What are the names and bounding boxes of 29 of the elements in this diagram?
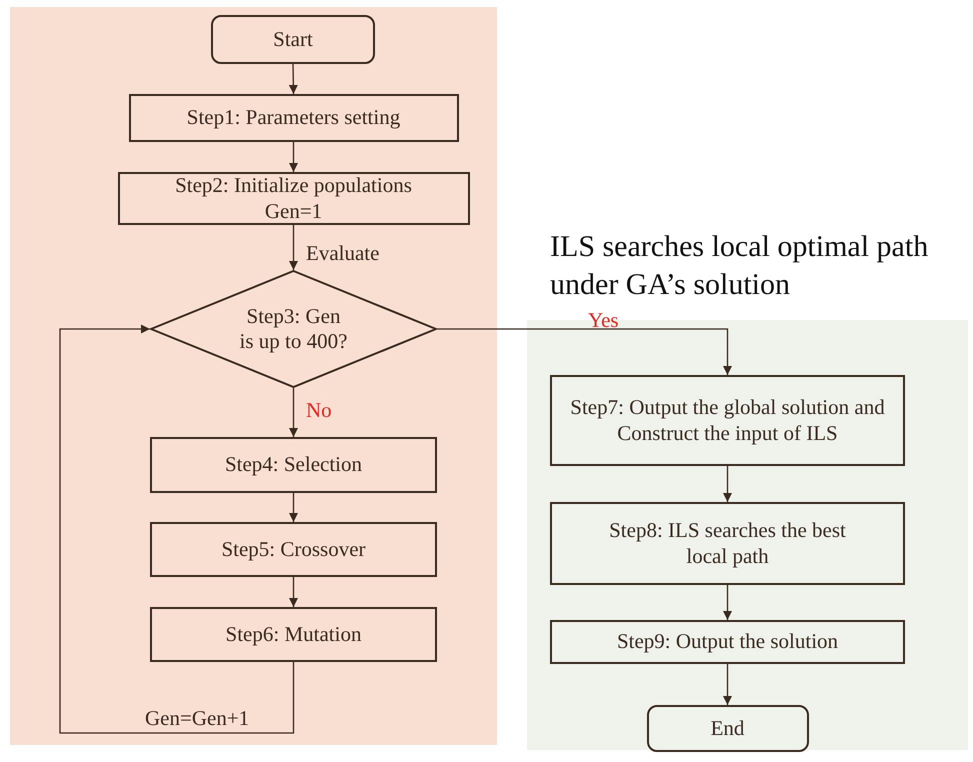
process-box: Step2: Initialize populations Gen=1 xyxy=(118,172,470,225)
edge-label: No xyxy=(306,400,332,421)
arrow xyxy=(288,64,298,94)
arrow xyxy=(722,664,732,705)
edge-label: Evaluate xyxy=(306,243,380,264)
arrow xyxy=(288,493,298,522)
arrow xyxy=(722,466,732,502)
process-box: Step5: Crossover xyxy=(150,522,437,577)
process-box: Step6: Mutation xyxy=(150,607,437,662)
arrow xyxy=(288,577,298,607)
decision-diamond xyxy=(150,270,437,388)
panel-heading: ILS searches local optimal path under GA’s solution xyxy=(550,229,930,302)
arrow xyxy=(59,324,294,734)
edge-label: Gen=Gen+1 xyxy=(145,708,250,729)
process-box: Step1: Parameters setting xyxy=(128,94,458,142)
process-box: Step7: Output the global solution and Construct the input of ILS xyxy=(550,375,905,466)
arrow xyxy=(288,225,298,270)
arrow xyxy=(437,328,732,375)
arrow xyxy=(288,388,298,437)
terminal-box: Start xyxy=(211,15,375,64)
edge-label: Yes xyxy=(588,310,619,331)
arrow xyxy=(288,142,298,172)
process-box: Step4: Selection xyxy=(150,437,437,493)
arrow xyxy=(722,585,732,620)
group-panel xyxy=(10,7,497,745)
process-box: Step8: ILS searches the best local path xyxy=(550,502,905,585)
process-box: Step9: Output the solution xyxy=(550,620,905,664)
terminal-box: End xyxy=(646,705,808,752)
decision-text: Step3: Gen is up to 400? xyxy=(238,304,348,354)
